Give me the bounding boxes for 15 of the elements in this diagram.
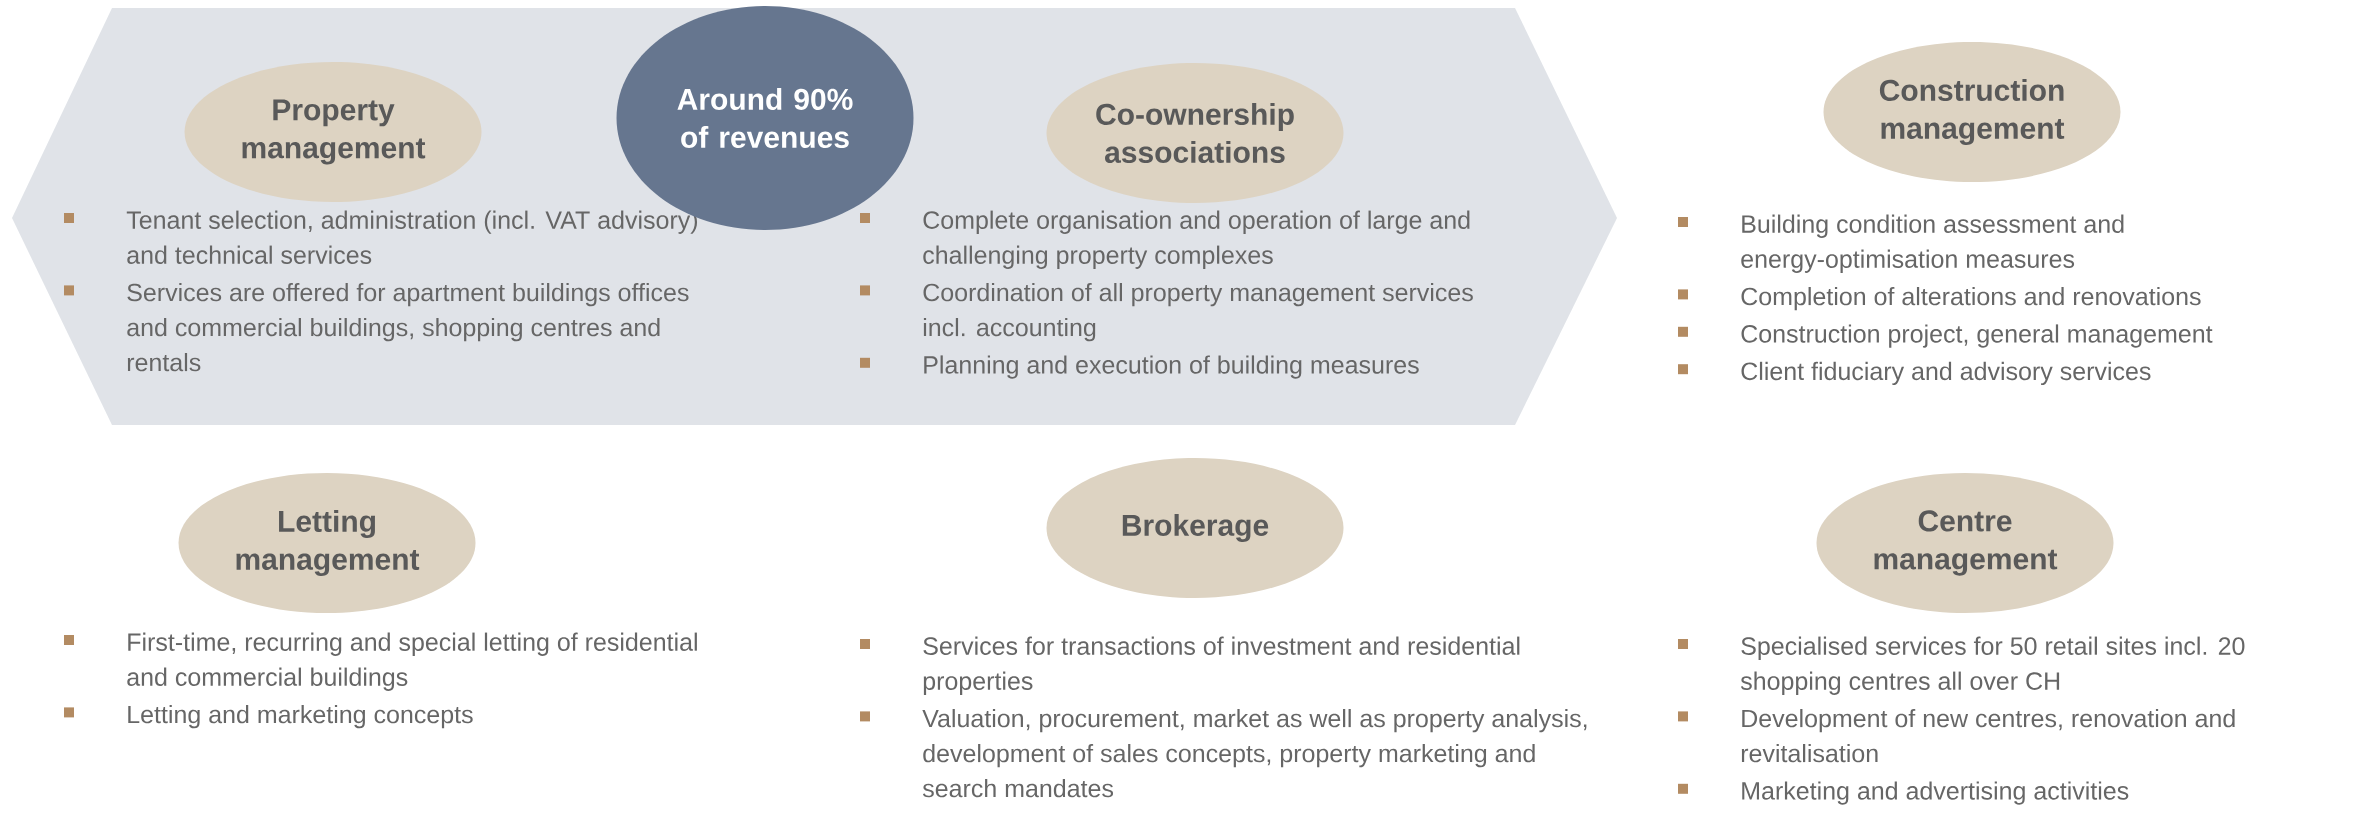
bullet-text: Letting and marketing concepts xyxy=(128,705,473,729)
bullet-text: Planning and execution of building measures xyxy=(924,355,1419,379)
bullet-text: Construction project, general management xyxy=(1741,324,2213,348)
bullet-text: Building condition assessment and energy-optimisation measures xyxy=(1741,214,2124,273)
bullet-text: Complete organisation and operation of large and challenging property complexes xyxy=(923,210,1470,269)
bullet-text: First-time, recurring and special letting of residential and commercial buildings xyxy=(127,632,697,691)
bullet-text: Development of new centres, renovation and revitalisation xyxy=(1741,709,2235,763)
bullet-text: Completion of alterations and renovations xyxy=(1741,287,2201,311)
bullet-text: Services are offered for apartment buildings offices and commercial buildings, shopping centres and rentals xyxy=(127,283,689,372)
bullet-text: Valuation, procurement, market as well as property analysis, development of sales concepts, property marketing and search mandates xyxy=(922,709,1587,798)
bullet-text: Client fiduciary and advisory services xyxy=(1741,361,2151,386)
bullet-text: Services for transactions of investment and residential properties xyxy=(923,636,1520,695)
bullet-text: Marketing and advertising activities xyxy=(1742,781,2129,805)
bullet-text: Specialised services for 50 retail sites incl. 20 shopping centres all over CH xyxy=(1740,636,2245,695)
bullet-text: Coordination of all property management services incl. accounting xyxy=(923,283,1473,342)
